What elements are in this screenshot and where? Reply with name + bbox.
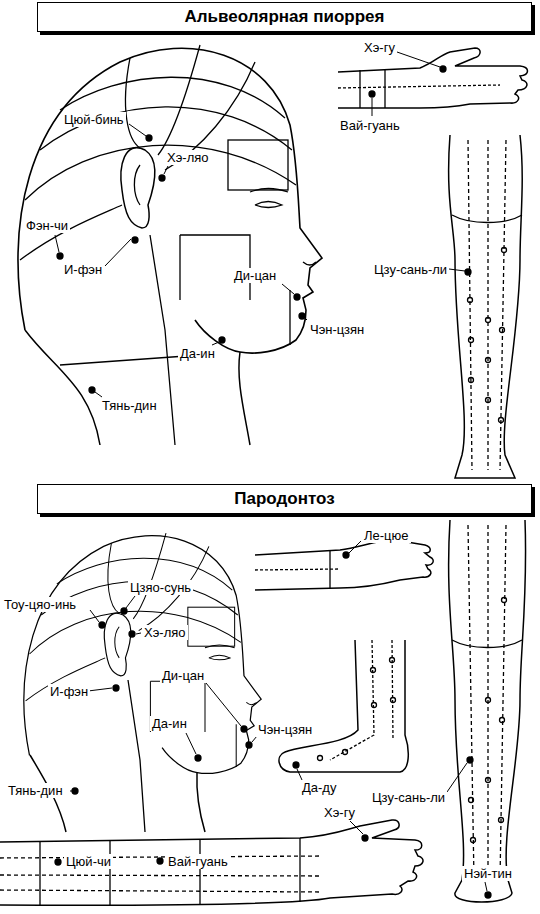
acupoint <box>55 66 491 898</box>
point-label: Цзу-сань-ли <box>370 790 447 805</box>
leg <box>449 135 523 478</box>
point-label: И-фэн <box>48 684 90 699</box>
point-label: Ди-цан <box>160 668 206 683</box>
title-box: Альвеолярная пиоррея <box>37 2 532 32</box>
point-label: Цюй-чи <box>64 854 113 869</box>
point-label: Хэ-ляо <box>165 150 211 165</box>
point-label: Да-ин <box>178 346 217 361</box>
point-label: Да-ду <box>300 780 338 795</box>
point-label: Да-ин <box>150 716 189 731</box>
point-label: Цзяо-сунь <box>128 580 193 595</box>
point-label: Чэн-цзян <box>256 722 314 737</box>
arm <box>0 820 423 905</box>
point-label: Ле-цюе <box>362 528 411 543</box>
point-label: Нэй-тин <box>462 866 514 881</box>
arm <box>255 540 433 590</box>
point-label: Тоу-цяо-инь <box>2 597 78 612</box>
point-label: Хэ-гу <box>362 40 397 55</box>
point-label: Цюй-бинь <box>62 112 126 127</box>
point-label: Вай-гуань <box>338 118 402 133</box>
point-label: Хэ-ляо <box>142 625 188 640</box>
hand <box>338 48 528 108</box>
leader-line <box>55 52 487 891</box>
point-label: Фэн-чи <box>24 218 70 233</box>
point-label: Тянь-дин <box>100 398 159 413</box>
title-text: Пародонтоз <box>38 489 531 509</box>
title-text: Альвеолярная пиоррея <box>38 7 531 27</box>
point-label: И-фэн <box>62 262 104 277</box>
point-label: Чэн-цзян <box>308 322 366 337</box>
point-label: Вай-гуань <box>166 854 230 869</box>
head-profile <box>18 45 322 353</box>
leg <box>449 520 526 902</box>
title-box: Пародонтоз <box>37 484 532 514</box>
point-label: Хэ-гу <box>322 805 357 820</box>
point-label: Ди-цан <box>232 268 278 283</box>
point-label: Цзу-сань-ли <box>372 262 449 277</box>
point-label: Тянь-дин <box>6 783 65 798</box>
foot <box>279 640 408 772</box>
